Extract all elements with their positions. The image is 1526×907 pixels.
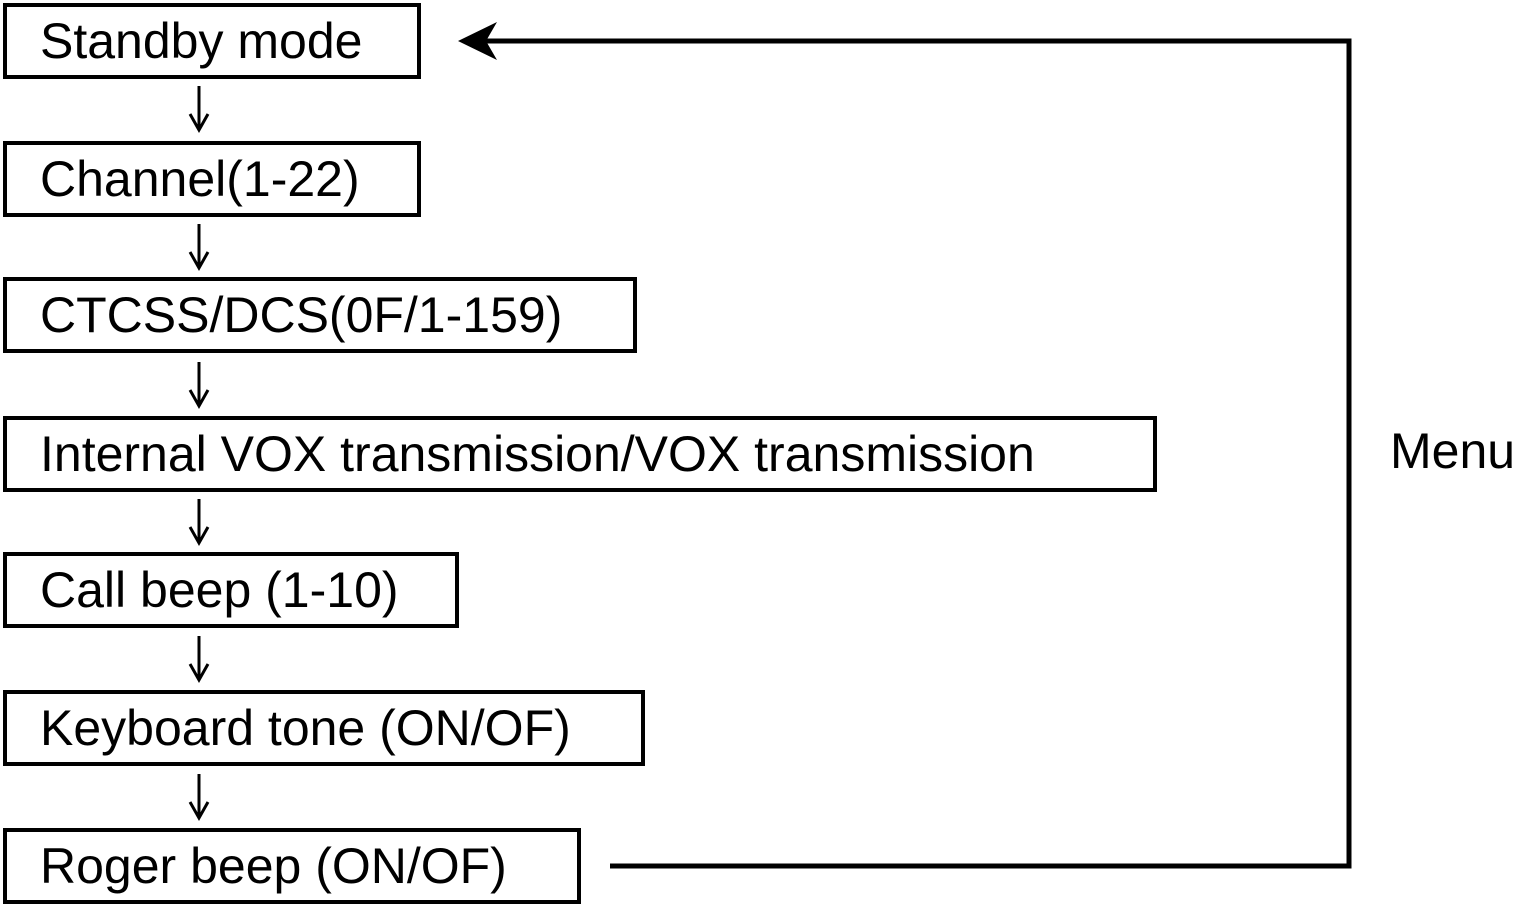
down-arrow-4	[188, 499, 210, 547]
step-channel: Channel(1-22)	[3, 141, 421, 217]
loop-back-arrow	[458, 22, 1352, 869]
step-label: Keyboard tone (ON/OF)	[40, 700, 571, 756]
step-label: Roger beep (ON/OF)	[40, 838, 507, 894]
step-roger-beep: Roger beep (ON/OF)	[3, 828, 581, 904]
down-arrow-1	[188, 86, 210, 134]
step-label: Internal VOX transmission/VOX transmissi…	[40, 426, 1035, 482]
down-arrow-2	[188, 224, 210, 272]
step-label: Call beep (1-10)	[40, 562, 399, 618]
menu-loop-label: Menu	[1390, 423, 1516, 479]
step-keyboard-tone: Keyboard tone (ON/OF)	[3, 690, 645, 766]
down-arrow-6	[188, 774, 210, 822]
step-call-beep: Call beep (1-10)	[3, 552, 459, 628]
step-vox-transmission: Internal VOX transmission/VOX transmissi…	[3, 416, 1157, 492]
step-ctcss-dcs: CTCSS/DCS(0F/1-159)	[3, 277, 637, 353]
down-arrow-3	[188, 362, 210, 410]
step-label: CTCSS/DCS(0F/1-159)	[40, 287, 563, 343]
down-arrow-5	[188, 636, 210, 684]
step-standby-mode: Standby mode	[3, 3, 421, 79]
step-label: Channel(1-22)	[40, 151, 360, 207]
step-label: Standby mode	[40, 13, 363, 69]
